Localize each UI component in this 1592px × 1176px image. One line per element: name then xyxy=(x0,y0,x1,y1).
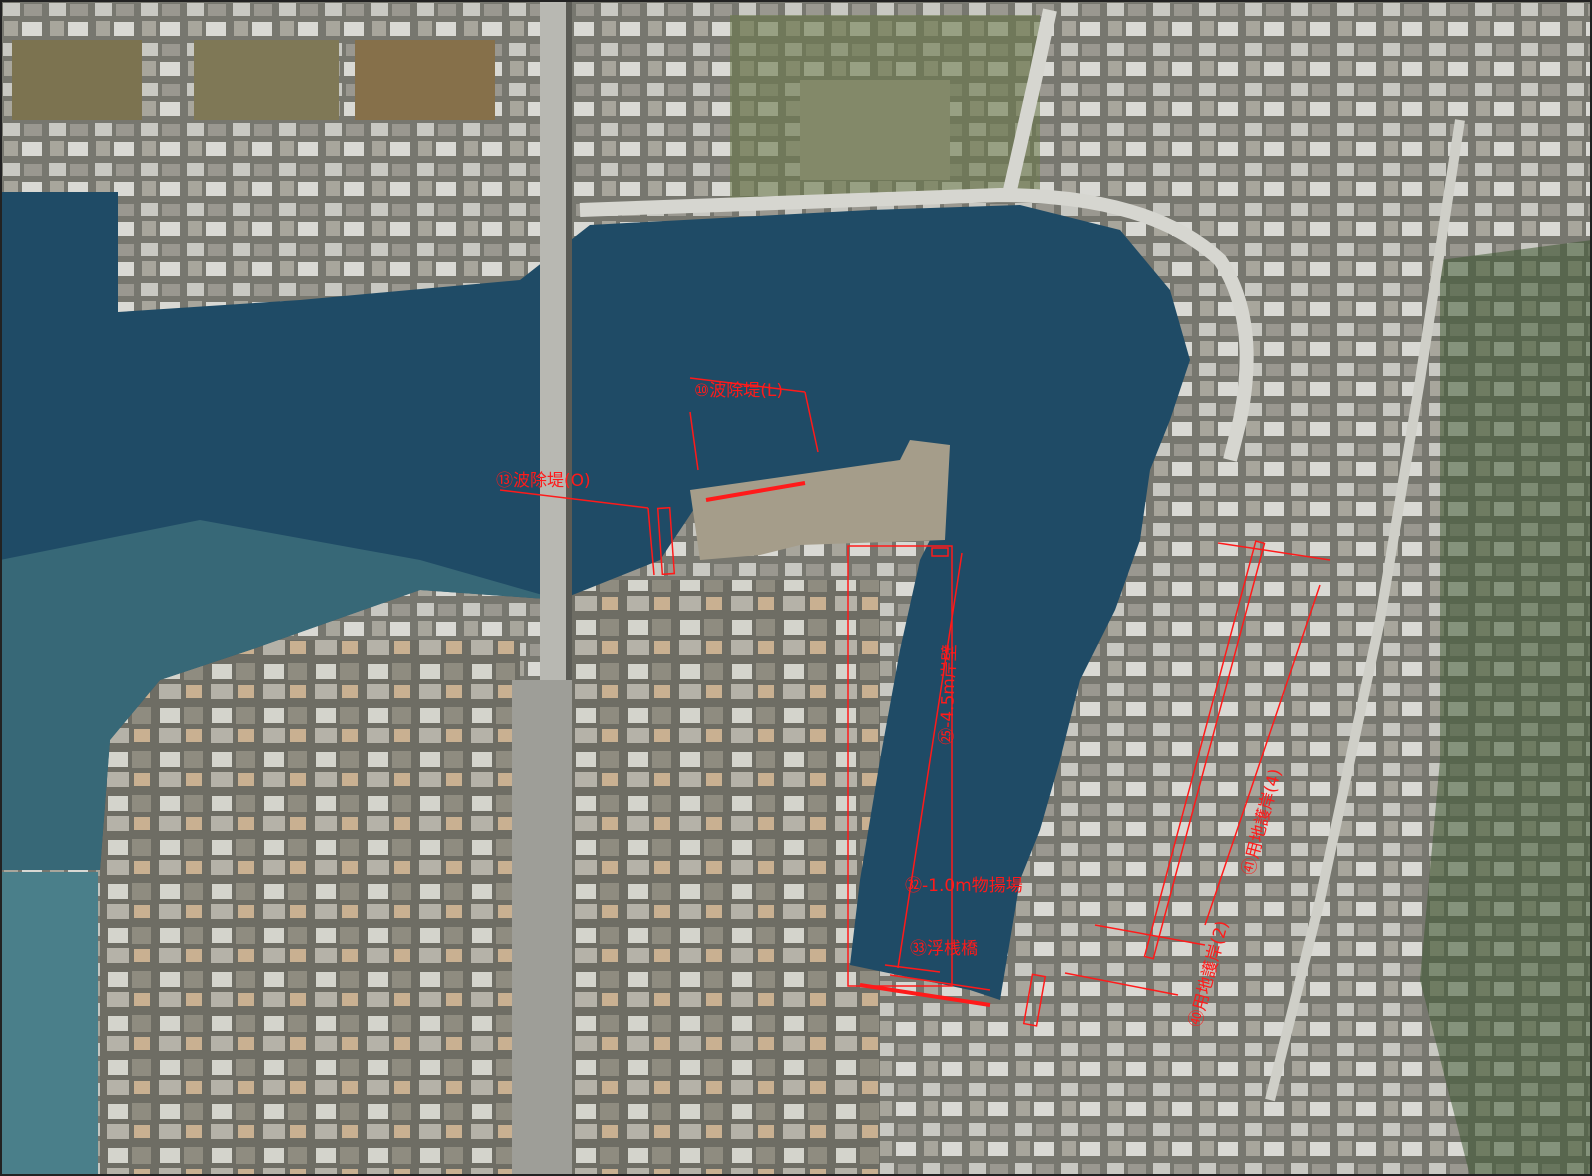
annotations xyxy=(499,377,1331,1027)
curved-road xyxy=(579,187,1254,462)
south-blocks xyxy=(560,580,880,1176)
label-floating-pier: ㉝浮桟橋 xyxy=(910,939,978,959)
annotation-41-leader-top xyxy=(1217,542,1331,561)
green-hill xyxy=(1420,240,1592,1176)
label-quay-4-5m: ㉕-4.5m岸壁 xyxy=(937,644,961,745)
quay-25-edge xyxy=(931,547,949,557)
breakwater-L-marker xyxy=(705,481,806,502)
sea-southwest xyxy=(0,872,98,1176)
annotation-33-leader xyxy=(884,964,941,973)
annotation-41-leader-side xyxy=(1204,584,1321,926)
landing-32-marker xyxy=(859,983,991,1007)
field-3 xyxy=(355,40,495,120)
north-road xyxy=(1003,8,1057,192)
central-pier xyxy=(690,440,950,560)
field-2 xyxy=(194,40,339,120)
annotation-10-arrow-left xyxy=(689,411,699,471)
harbor-water xyxy=(0,192,1190,1000)
annotation-40-leader-top xyxy=(1094,924,1206,946)
label-landing-1-0m: ㉜-1.0m物揚場 xyxy=(905,876,1023,896)
annotation-13-leader xyxy=(499,489,649,509)
revetment-marker-upper xyxy=(1143,540,1266,960)
field-1 xyxy=(12,40,142,120)
east-road xyxy=(1265,119,1465,1102)
southwest-blocks xyxy=(100,640,520,1176)
label-breakwater-O: ⑬波除堤(O) xyxy=(496,471,591,491)
highway-bridge-shadow xyxy=(566,0,572,1176)
breakwater-O-marker xyxy=(656,506,676,576)
annotation-25-leader xyxy=(897,552,963,969)
annotation-40-leader-bottom xyxy=(1064,972,1179,996)
annotation-10-leader xyxy=(689,377,806,393)
quay-25-marker xyxy=(847,545,953,987)
annotation-13-arrow xyxy=(647,507,655,576)
shallow-water xyxy=(0,520,560,870)
elevated-road xyxy=(512,680,572,1176)
open-ground xyxy=(730,15,1040,200)
revetment-marker-lower xyxy=(1022,973,1047,1027)
annotation-32-leader xyxy=(889,974,991,991)
annotation-10-arrow-right xyxy=(804,391,819,453)
label-breakwater-L: ⑩波除堤(L) xyxy=(694,381,783,401)
